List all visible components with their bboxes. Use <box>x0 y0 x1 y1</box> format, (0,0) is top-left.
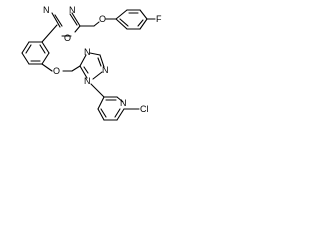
atom-o-ether-top: O <box>99 14 106 24</box>
atom-n-oxadiazole-2: N <box>69 5 76 15</box>
ch2-triazole-bond <box>71 65 81 72</box>
benzene-o-bond <box>41 63 53 72</box>
atom-f: F <box>156 14 162 24</box>
atom-n-triazole-top: N <box>84 47 91 57</box>
oxadiazole-benzene-bond <box>41 24 58 43</box>
atom-cl: Cl <box>140 104 149 114</box>
atom-n-pyridine: N <box>120 98 127 108</box>
triazole-pyridine-bond <box>90 83 105 98</box>
o-ch2-bond <box>93 21 100 27</box>
atom-n-oxadiazole-1: N <box>43 5 50 15</box>
oxadiazole-ring <box>51 12 81 37</box>
pyridine-ring <box>97 96 125 121</box>
atom-n-triazole-right: N <box>102 65 109 75</box>
molecule-drawing: O F N N O O N N N N Cl <box>21 5 162 121</box>
chemical-structure: O F N N O O N N N N Cl <box>0 0 194 150</box>
atom-n-triazole-left: N <box>84 76 91 86</box>
fluorophenyl-ring <box>115 9 148 30</box>
triazole-ring <box>79 52 105 80</box>
atom-o-oxadiazole: O <box>64 33 71 43</box>
benzene-ring <box>21 41 50 65</box>
atom-o-ether-mid: O <box>53 66 60 76</box>
